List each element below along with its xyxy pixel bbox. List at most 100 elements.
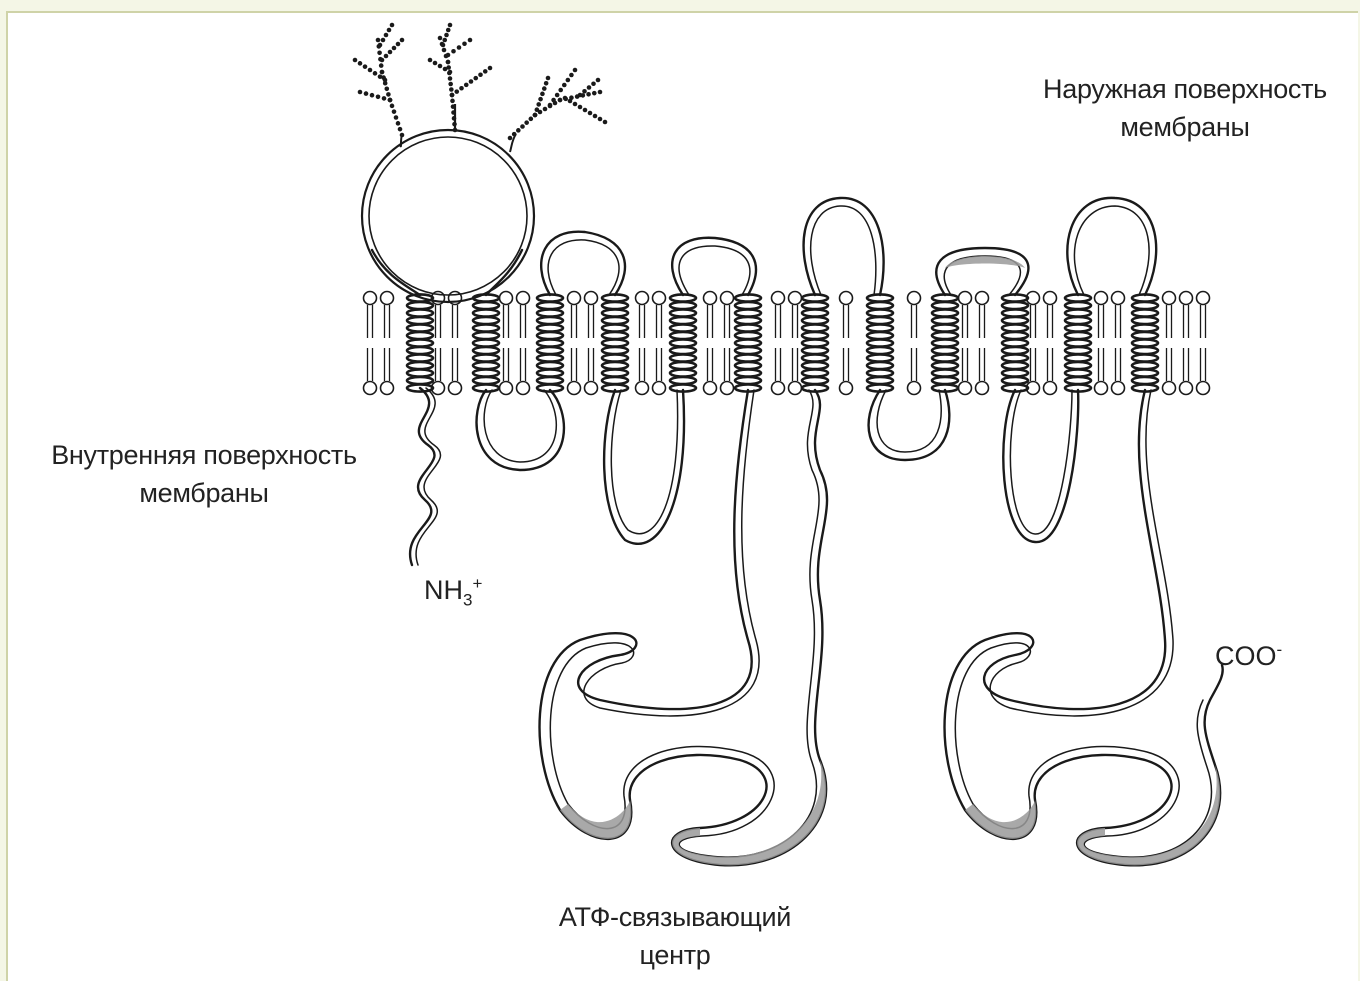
chain-to-helix-1 (372, 250, 420, 295)
helix-turn (407, 302, 433, 309)
sugar-residue (392, 46, 397, 51)
helix-turn (407, 339, 433, 346)
sugar-residue (444, 33, 449, 38)
sugar-branch (450, 66, 493, 98)
inner-surface-label: Внутренняя поверхность мембраны (14, 436, 394, 512)
sugar-residue (596, 78, 601, 83)
sugar-residue (535, 107, 540, 112)
helix-turn (537, 377, 563, 384)
helix-turn (1132, 332, 1158, 339)
sugar-residue (380, 58, 385, 63)
sugar-residue (462, 41, 467, 46)
sugar-residue (446, 28, 451, 33)
helix-turn (932, 309, 958, 316)
shade-atp-2 (965, 800, 1036, 839)
sugar-branch (508, 90, 603, 141)
sugar-residue (542, 86, 547, 91)
transmembrane-helix (1132, 294, 1158, 391)
lipid-head-bottom (721, 382, 734, 395)
helix-turn (473, 362, 499, 369)
lipid-head-top (1095, 292, 1108, 305)
sugar-residue (373, 71, 378, 76)
helix-turn (407, 362, 433, 369)
helix-turn (867, 309, 893, 316)
helix-turn (670, 332, 696, 339)
sugar-residue (573, 68, 578, 73)
sugar-residue (376, 38, 381, 43)
lipid-molecule (585, 292, 598, 395)
helix-turn (867, 354, 893, 361)
helix-turn (537, 362, 563, 369)
helix-turn (1065, 354, 1091, 361)
sugar-residue (381, 38, 386, 43)
sugar-residue (363, 64, 368, 69)
extracellular-loop-2 (541, 232, 625, 295)
helix-turn (602, 324, 628, 331)
sugar-residue (591, 81, 596, 86)
oligosaccharide-chains (353, 23, 608, 152)
helix-turn (473, 369, 499, 376)
helix-turn (1132, 362, 1158, 369)
helix-turn (802, 377, 828, 384)
sugar-branch (441, 23, 453, 48)
helix-turn (802, 354, 828, 361)
helix-turn (1132, 309, 1158, 316)
sugar-residue (586, 92, 591, 97)
intracellular-loop-3-edge (611, 390, 677, 534)
transmembrane-helices (407, 294, 1158, 391)
helix-turn (802, 324, 828, 331)
helix-turn (407, 354, 433, 361)
lipid-head-bottom (976, 382, 989, 395)
sugar-residue (380, 70, 385, 75)
sugar-residue (536, 102, 541, 107)
sugar-residue (563, 96, 568, 101)
c-terminus-base: COO (1215, 641, 1277, 671)
sugar-residue (394, 115, 399, 120)
helix-turn (735, 347, 761, 354)
lipid-head-bottom (636, 382, 649, 395)
helix-turn (867, 324, 893, 331)
atp-center-line-1: АТФ-связывающий (490, 898, 860, 936)
intracellular-loop-3 (604, 390, 684, 544)
helix-turn (1132, 354, 1158, 361)
helix-turn (1065, 347, 1091, 354)
lipid-head-bottom (840, 382, 853, 395)
helix-turn (407, 324, 433, 331)
lipid-head-top (1180, 292, 1193, 305)
lipid-head-top (976, 292, 989, 305)
transmembrane-helix (537, 294, 563, 391)
helix-turn (1065, 377, 1091, 384)
helix-turn (407, 332, 433, 339)
helix-turn (1132, 324, 1158, 331)
lipid-molecule (908, 292, 921, 395)
helix-turn (602, 362, 628, 369)
helix-turn (407, 369, 433, 376)
lipid-head-bottom (364, 382, 377, 395)
lipid-head-top (517, 292, 530, 305)
helix-turn (602, 347, 628, 354)
helix-turn (802, 302, 828, 309)
sugar-residue (398, 127, 403, 132)
helix-turn (932, 302, 958, 309)
lipid-molecule (1112, 292, 1125, 395)
sugar-residue (558, 88, 563, 93)
helix-turn (602, 339, 628, 346)
helix-turn (473, 339, 499, 346)
lipid-molecule (1197, 292, 1210, 395)
helix-turn (407, 309, 433, 316)
helix-turn (932, 324, 958, 331)
protein-chain (362, 130, 1223, 865)
sugar-residue (378, 74, 383, 79)
lipid-head-top (568, 292, 581, 305)
helix-turn (1132, 377, 1158, 384)
lipid-molecule (721, 292, 734, 395)
sugar-residue (446, 53, 451, 58)
helix-turn (602, 317, 628, 324)
lipid-head-top (789, 292, 802, 305)
helix-turn (1132, 339, 1158, 346)
sugar-residue (388, 50, 393, 55)
helix-turn (802, 317, 828, 324)
lipid-head-top (1163, 292, 1176, 305)
helix-turn (1065, 332, 1091, 339)
sugar-residue (551, 98, 556, 103)
